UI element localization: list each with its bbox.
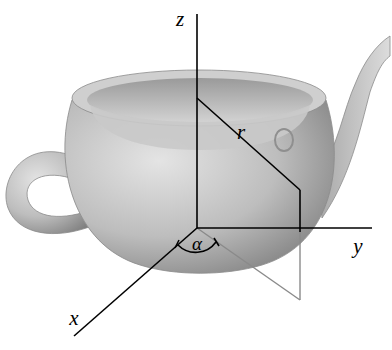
teapot-inner-wall <box>90 105 310 150</box>
spout-hole <box>275 129 293 151</box>
angle-label: α <box>192 234 202 253</box>
coordinate-axes <box>74 14 372 336</box>
radius-label: r <box>237 122 245 143</box>
axis-label: x <box>69 308 78 329</box>
axis-label: z <box>176 9 184 30</box>
teapot-body <box>65 100 334 273</box>
axis-label: y <box>353 236 362 257</box>
projection-lines <box>197 228 300 300</box>
